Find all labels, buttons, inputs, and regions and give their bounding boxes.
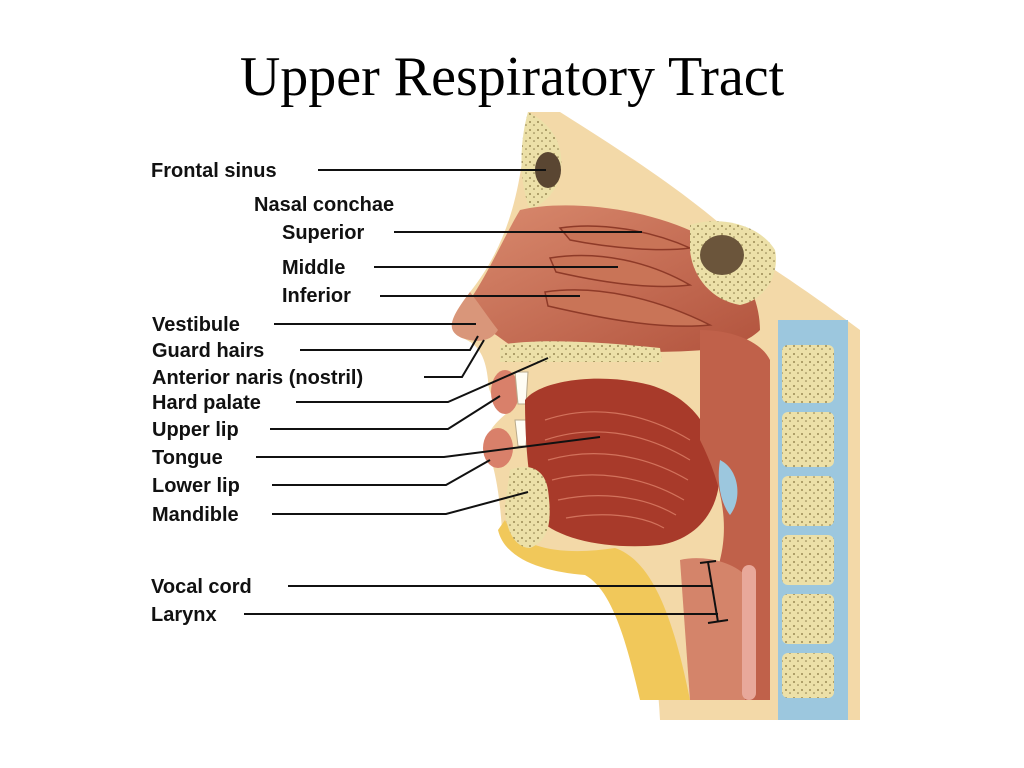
frontal-sinus-cavity <box>535 152 561 188</box>
leader-tongue <box>256 436 601 458</box>
label-guard-hairs: Guard hairs <box>152 340 264 362</box>
vertebra <box>782 535 834 585</box>
leader-anterior-naris <box>424 339 485 378</box>
epiglottis <box>718 460 738 515</box>
vertebra <box>782 594 834 644</box>
leader-upper-lip <box>270 395 501 430</box>
vertebra <box>782 412 834 467</box>
leader-lower-lip <box>272 459 491 486</box>
label-lower-lip: Lower lip <box>152 475 240 497</box>
sphenoid-sinus-cavity <box>700 235 744 275</box>
tongue-muscle <box>525 378 719 547</box>
trachea-cartilage <box>742 565 756 700</box>
vertebra <box>782 476 834 526</box>
label-middle: Middle <box>282 257 345 279</box>
larynx-bracket-top <box>699 560 717 564</box>
middle-concha <box>548 254 693 288</box>
label-larynx: Larynx <box>151 604 217 626</box>
label-hard-palate: Hard palate <box>152 392 261 414</box>
larynx-bracket-bottom <box>707 619 729 624</box>
hard-palate-bone <box>500 341 662 362</box>
label-vocal-cord: Vocal cord <box>151 576 252 598</box>
labels: Frontal sinus Nasal conchae Superior Mid… <box>151 160 394 626</box>
leader-guard-hairs <box>300 335 479 351</box>
lower-lip-shape <box>483 428 513 468</box>
label-nasal-conchae: Nasal conchae <box>254 194 394 216</box>
tongue-fibers <box>544 411 691 529</box>
fat-layer <box>498 520 690 700</box>
leader-lines <box>244 169 729 624</box>
mandible-bone <box>505 466 550 548</box>
label-mandible: Mandible <box>152 504 239 526</box>
label-inferior: Inferior <box>282 285 351 307</box>
nose-tip <box>451 292 498 341</box>
vertebral-column <box>778 320 848 720</box>
label-superior: Superior <box>282 222 364 244</box>
label-upper-lip: Upper lip <box>152 419 239 441</box>
label-tongue: Tongue <box>152 447 223 469</box>
larynx-airway <box>680 558 745 700</box>
leader-mandible <box>272 491 529 515</box>
anatomy-illustration <box>451 112 860 720</box>
larynx-bracket <box>707 561 719 623</box>
label-frontal-sinus: Frontal sinus <box>151 160 277 182</box>
vertebra <box>782 345 834 403</box>
slide-title: Upper Respiratory Tract <box>239 46 785 108</box>
label-vestibule: Vestibule <box>152 314 240 336</box>
inferior-concha <box>544 289 713 327</box>
vertebra <box>782 653 834 698</box>
label-anterior-naris: Anterior naris (nostril) <box>152 367 363 389</box>
leader-hard-palate <box>296 357 549 403</box>
